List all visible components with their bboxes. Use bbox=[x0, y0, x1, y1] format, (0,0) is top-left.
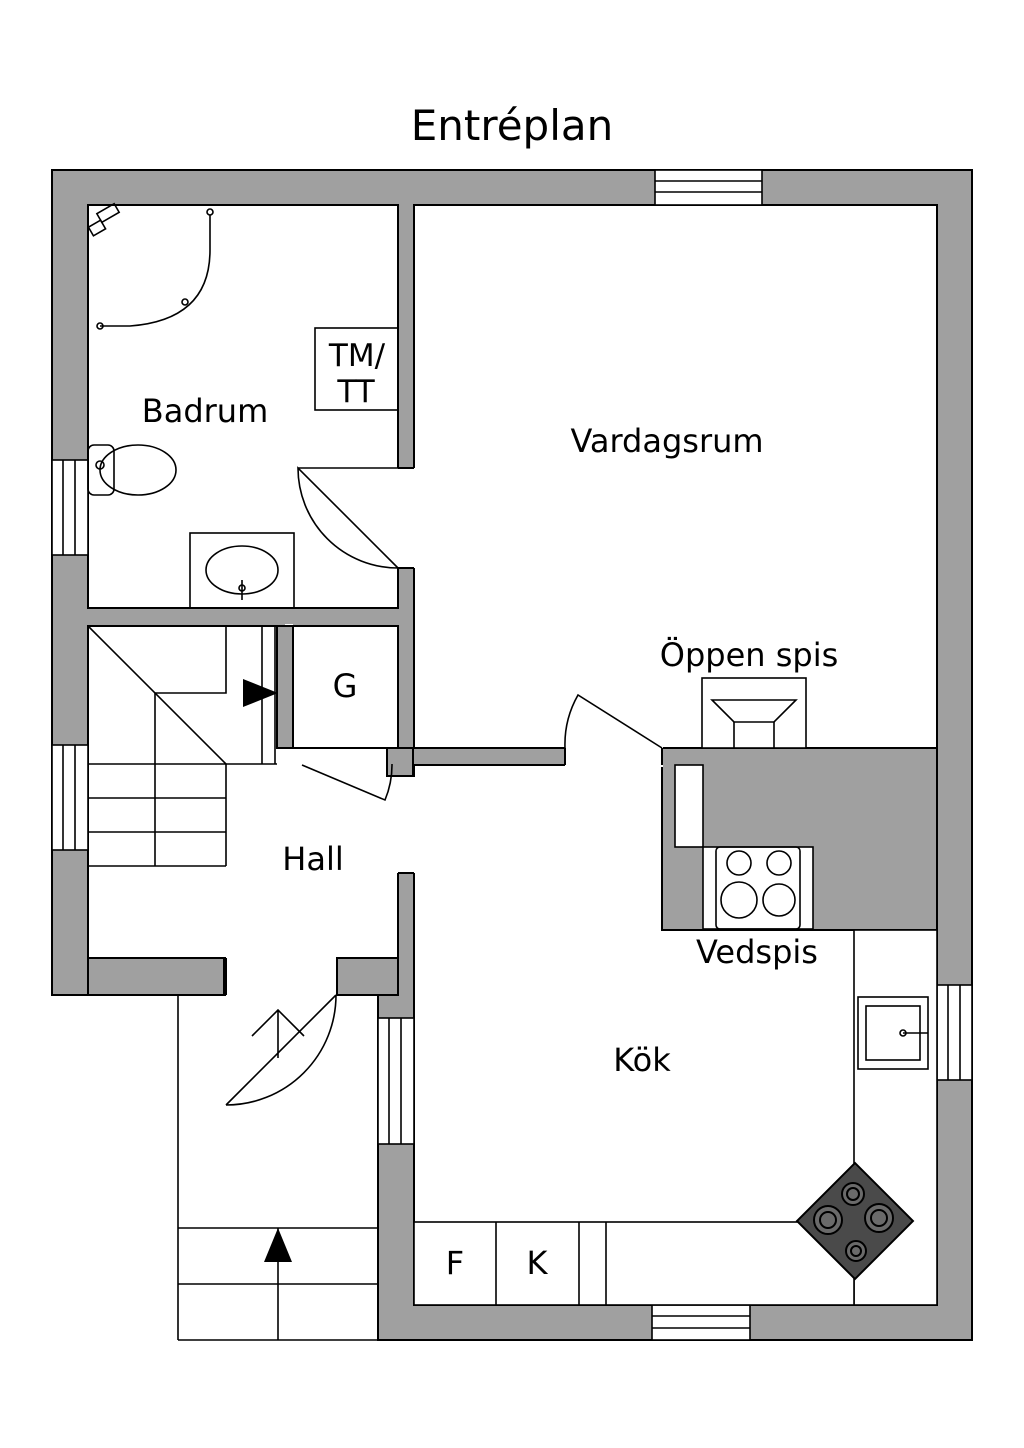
label-badrum: Badrum bbox=[142, 392, 268, 430]
counter-bottom bbox=[413, 1221, 855, 1306]
plan-title: Entréplan bbox=[411, 101, 614, 150]
shower-curtain bbox=[100, 215, 211, 327]
label-garderob: G bbox=[333, 667, 358, 705]
entry-porch bbox=[177, 995, 378, 1341]
kitchen-sink-icon bbox=[857, 996, 929, 1070]
window-bottom-kitchen bbox=[651, 1304, 751, 1341]
washer-box bbox=[314, 327, 399, 411]
wood-stove-icon bbox=[702, 846, 814, 930]
door-bathroom bbox=[297, 466, 399, 569]
windows bbox=[51, 169, 973, 1341]
door-entry bbox=[225, 994, 337, 1106]
doors bbox=[225, 466, 663, 1106]
label-tm: TM/ bbox=[328, 338, 386, 374]
window-top bbox=[654, 169, 763, 206]
door-kitchen bbox=[564, 693, 663, 749]
wall-block-hall-left bbox=[87, 957, 225, 996]
label-kyl: K bbox=[527, 1244, 549, 1282]
stairs-interior bbox=[87, 625, 277, 867]
toilet-icon bbox=[87, 444, 177, 496]
walls bbox=[51, 169, 973, 1341]
fireplace bbox=[701, 677, 807, 749]
label-vardagsrum: Vardagsrum bbox=[570, 422, 763, 460]
closet-g bbox=[292, 625, 399, 749]
window-left-stairs bbox=[51, 744, 89, 851]
label-kok: Kök bbox=[613, 1041, 671, 1079]
entry-arrow-icon bbox=[251, 1008, 305, 1058]
label-oppen-spis: Öppen spis bbox=[660, 636, 839, 674]
door-closet bbox=[301, 763, 393, 802]
sink-icon bbox=[189, 532, 295, 609]
bathroom-fixtures bbox=[87, 202, 399, 609]
stairs-arrow-icon bbox=[243, 679, 278, 707]
label-frys: F bbox=[446, 1244, 464, 1282]
window-entry bbox=[377, 1017, 415, 1145]
label-hall: Hall bbox=[282, 840, 343, 878]
label-tt: TT bbox=[336, 374, 375, 410]
wood-stove-niche bbox=[674, 764, 704, 848]
shower-head-icon bbox=[87, 202, 121, 237]
porch-arrow-icon bbox=[264, 1228, 292, 1262]
window-left-bath bbox=[51, 459, 89, 556]
window-right-kitchen bbox=[936, 984, 973, 1081]
cooktop-icon bbox=[795, 1161, 915, 1281]
label-vedspis: Vedspis bbox=[696, 933, 818, 971]
wall-block-hall-right bbox=[336, 957, 399, 996]
wall-closet-left bbox=[276, 625, 294, 749]
